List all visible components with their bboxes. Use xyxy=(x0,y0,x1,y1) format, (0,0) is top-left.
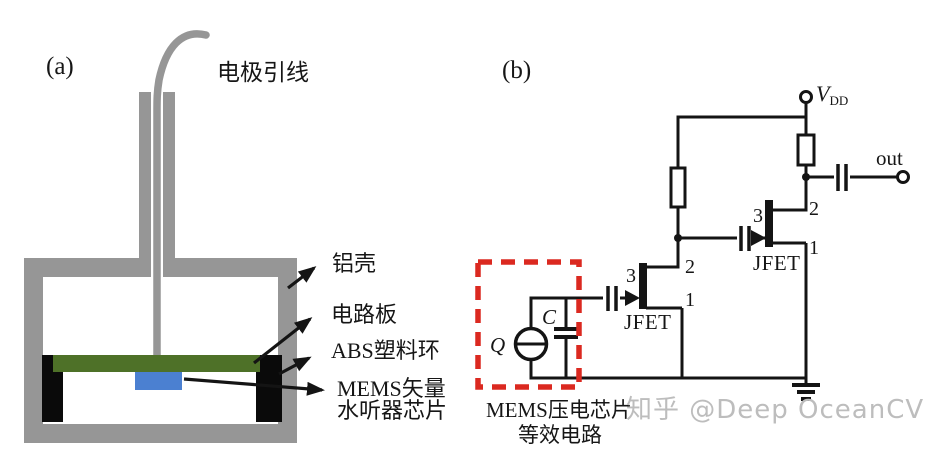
cap-c-label: C xyxy=(542,305,557,329)
circuit-wires xyxy=(529,102,898,384)
vdd-label-main: V xyxy=(816,81,830,106)
panel-b-tag: (b) xyxy=(502,57,532,84)
mems-chip-label: MEMS矢量水听器芯片 xyxy=(337,376,448,424)
arrow-aluminum-shell xyxy=(287,266,317,290)
jfet-left-symbol xyxy=(625,263,647,309)
jfet-right-symbol xyxy=(751,200,773,247)
node-dot-right xyxy=(802,173,810,181)
arrow-circuit-board xyxy=(253,317,313,365)
jfet-right-pin-gate: 3 xyxy=(753,205,763,227)
charge-source-symbol xyxy=(513,326,549,362)
circuit-board-label: 电路板 xyxy=(331,302,398,327)
out-label: out xyxy=(876,146,903,170)
coupling-cap-right xyxy=(739,226,751,251)
annotation-arrows xyxy=(183,266,325,396)
equiv-circuit-dashed-box xyxy=(475,259,582,390)
mems-chip-shape xyxy=(135,372,182,390)
lead-wire-shape xyxy=(153,30,210,362)
arrow-mems-chip xyxy=(183,377,325,396)
abs-ring-label: ABS塑料环 xyxy=(331,338,440,363)
cap-c-symbol xyxy=(554,327,578,339)
jfet-right-pin-drain: 2 xyxy=(809,198,819,220)
jfet-left-pin-source: 1 xyxy=(685,289,695,311)
panel-a-tag: (a) xyxy=(46,53,74,80)
coupling-cap-left xyxy=(606,286,618,311)
equiv-caption-line2: 等效电路 xyxy=(518,423,602,447)
circuit-board-shape xyxy=(53,355,260,372)
shell-shape xyxy=(24,258,297,443)
jfet-right-name: JFET xyxy=(753,251,801,275)
out-terminal xyxy=(896,170,910,184)
jfet-left-pin-gate: 3 xyxy=(626,265,636,287)
arrow-abs-ring xyxy=(278,356,312,376)
output-cap xyxy=(836,164,848,191)
aluminum-shell-label: 铝壳 xyxy=(332,251,377,276)
resistor-right xyxy=(796,133,816,167)
tube-shape xyxy=(139,92,175,277)
electrode-lead-label: 电极引线 xyxy=(217,60,309,85)
node-dot-left xyxy=(674,234,682,242)
mems-chip-label-line2: 水听器芯片 xyxy=(337,398,448,424)
ground-symbol xyxy=(792,383,820,401)
charge-source-label: Q xyxy=(490,333,506,357)
watermark: 知乎 @Deep OceanCV xyxy=(626,395,925,425)
vdd-terminal xyxy=(799,90,813,104)
vdd-label: VDD xyxy=(816,82,848,108)
jfet-left-name: JFET xyxy=(624,310,672,334)
jfet-left-pin-drain: 2 xyxy=(685,256,695,278)
mems-chip-label-line1: MEMS矢量 xyxy=(337,376,446,401)
vdd-label-sub: DD xyxy=(829,93,849,108)
equiv-caption-line1: MEMS压电芯片 xyxy=(486,398,632,422)
jfet-right-pin-source: 1 xyxy=(809,237,819,259)
resistor-left xyxy=(669,166,687,209)
